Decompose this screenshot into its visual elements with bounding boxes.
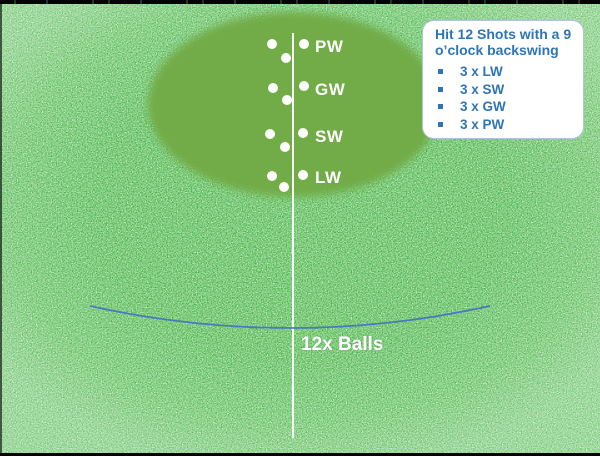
golf-ball xyxy=(265,129,275,139)
club-label-pw: PW xyxy=(315,37,344,56)
card-title-line-2: o’clock backswing xyxy=(435,41,559,58)
instruction-card: Hit 12 Shots with a 9 o’clock backswing … xyxy=(422,20,584,139)
balls-count-caption: 12x Balls xyxy=(301,334,384,355)
square-bullet-icon xyxy=(438,121,443,127)
golf-ball xyxy=(280,142,290,152)
frame-edge-bottom xyxy=(0,453,600,456)
card-item-list: 3 x LW 3 x SW 3 x GW 3 x PW xyxy=(435,63,572,133)
golf-ball xyxy=(281,53,291,63)
card-item-label: 3 x LW xyxy=(460,64,503,80)
square-bullet-icon xyxy=(438,86,443,92)
square-bullet-icon xyxy=(438,104,443,110)
card-item-label: 3 x GW xyxy=(460,99,506,115)
practice-green xyxy=(148,12,440,197)
frame-edge-left xyxy=(0,0,2,456)
target-center-line xyxy=(292,33,294,438)
card-item-label: 3 x PW xyxy=(460,116,505,132)
golf-ball xyxy=(298,128,308,138)
golf-ball xyxy=(268,83,278,93)
square-bullet-icon xyxy=(438,69,443,75)
golf-ball xyxy=(298,170,308,180)
card-item-label: 3 x SW xyxy=(460,81,505,97)
club-label-gw: GW xyxy=(315,80,346,99)
frame-edge-top xyxy=(0,0,600,4)
club-label-sw: SW xyxy=(315,127,344,146)
golf-ball xyxy=(267,171,277,181)
golf-ball xyxy=(299,39,309,49)
card-title-line-1: Hit 12 Shots with a 9 xyxy=(435,26,572,42)
golf-ball xyxy=(279,182,289,192)
card-item: 3 x GW xyxy=(435,98,572,116)
golf-ball xyxy=(282,95,292,105)
card-item: 3 x LW xyxy=(435,63,572,81)
golf-ball xyxy=(267,39,277,49)
card-item: 3 x PW xyxy=(435,116,572,134)
club-label-lw: LW xyxy=(315,168,342,187)
card-item: 3 x SW xyxy=(435,81,572,99)
golf-ball xyxy=(299,81,309,91)
